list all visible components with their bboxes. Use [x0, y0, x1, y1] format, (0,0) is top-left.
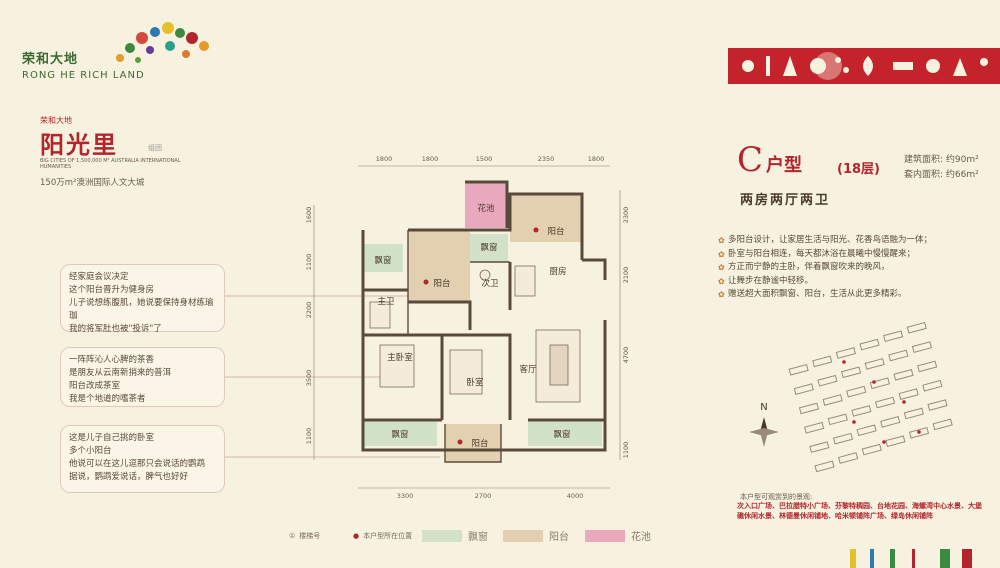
flower-swatch [585, 529, 625, 542]
flower-bullet-icon: ✿ [718, 236, 725, 245]
dim-left-3: 2200 [305, 302, 313, 319]
room-bay-3: 飘窗 [391, 429, 408, 440]
dim-right-1: 2300 [622, 207, 630, 224]
room-bay-2: 飘窗 [480, 242, 497, 253]
brand-tagline-cn: 150万m²澳洲国际人文大城 [40, 178, 145, 188]
brand-title: 阳光里 [40, 131, 118, 159]
map-title: 本户型可观赏到的景观: [740, 493, 813, 501]
flower-bullet-icon: ✿ [718, 276, 725, 286]
feature-item: ✿卧室与阳台相连，每天都沐浴在晨曦中慢慢醒来； [718, 248, 988, 262]
dim-top-3: 1500 [476, 155, 493, 163]
dim-bottom-1: 3300 [397, 492, 414, 500]
dim-left-1: 1600 [305, 207, 313, 224]
feature-item: ✿方正而宁静的主卧，伴着飘窗吹来的晚风， [718, 261, 988, 275]
room-bath-sec: 次卫 [481, 278, 499, 289]
position-dot-icon: ● [353, 532, 360, 540]
layout-name: 两房两厅两卫 [740, 193, 831, 208]
decorative-banner-icon [728, 48, 1000, 84]
compass-icon [749, 417, 779, 447]
balcony-swatch [503, 529, 543, 542]
room-bay-1: 飘窗 [374, 255, 391, 266]
dim-right-4: 1100 [622, 442, 630, 459]
room-balcony-mid: 阳台 [433, 278, 450, 289]
room-kitchen: 厨房 [549, 266, 566, 277]
room-living: 客厅 [519, 364, 537, 375]
room-bedroom: 卧室 [466, 377, 484, 388]
dim-bottom-3: 4000 [567, 492, 584, 500]
dim-top-1: 1800 [376, 155, 393, 163]
stair-marker-icon: ① [289, 532, 296, 540]
logo-name-en: RONG HE RICH LAND [22, 70, 145, 81]
legend-balcony: 阳台 [503, 528, 569, 543]
feature-item: ✿让舞步在静谧中轻移。 [718, 275, 988, 289]
flower-bullet-icon: ✿ [718, 249, 725, 259]
area-inner: 套内面积: 约66m² [904, 170, 979, 180]
room-flower-pool: 花池 [477, 203, 495, 214]
logo-art-icon [116, 22, 209, 63]
note-tea: 一阵阵沁人心脾的茶香是朋友从云南新捎来的普洱 阳台改成茶室我是个地道的嗜茶者 [60, 347, 225, 407]
dim-left-4: 3500 [305, 370, 313, 387]
note-son: 这是儿子自己挑的卧室多个小阳台 他说可以在这儿逗那只会说话的鹦鹉据说，鹦鹉爱说话… [60, 425, 225, 493]
room-balcony-bottom: 阳台 [471, 438, 488, 449]
flower-bullet-icon: ✿ [718, 290, 725, 299]
brand-small: 荣和大地 [40, 116, 72, 125]
room-master-bed: 主卧室 [387, 352, 413, 363]
unit-floor: (18层) [837, 162, 880, 177]
note-connectors [225, 295, 440, 458]
site-map: N [749, 322, 953, 473]
brand-tagline-en: BIG CITIES OF 1,500,000 M² AUSTRALIA INT… [40, 158, 181, 170]
floor-plan: 1800 1800 1500 2350 1800 3300 2700 4000 … [305, 155, 630, 500]
dim-bottom-2: 2700 [475, 492, 492, 500]
flower-bullet-icon: ✿ [718, 263, 725, 272]
bay-swatch [422, 529, 462, 542]
room-bay-4: 飘窗 [553, 429, 570, 440]
feature-item: ✿赠送超大面积飘窗、阳台，生活从此更多精彩。 [718, 288, 988, 302]
feature-item: ✿多阳台设计，让家居生活与阳光、花香鸟语融为一体； [718, 234, 988, 248]
dim-left-5: 1100 [305, 428, 313, 445]
dim-right-3: 4700 [622, 347, 630, 364]
dim-top-5: 1800 [588, 155, 605, 163]
brand-sub: 组团 [148, 144, 162, 152]
dim-left-2: 1100 [305, 254, 313, 271]
unit-letter: C [737, 140, 764, 180]
room-bath-main: 主卫 [377, 296, 395, 307]
unit-type-label: 户型 [766, 155, 802, 176]
area-build: 建筑面积: 约90m² [904, 155, 979, 165]
dim-right-2: 2100 [622, 267, 630, 284]
legend-bay: 飘窗 [422, 528, 488, 543]
legend-flower: 花池 [585, 528, 651, 543]
decorative-stripes-icon [850, 549, 972, 568]
compass-north: N [760, 402, 767, 413]
note-fitness: 经家庭会议决定这个阳台晋升为健身房 儿子说想练腹肌，她说要保持身材练瑜珈我的将军… [60, 264, 225, 334]
dim-top-4: 2350 [538, 155, 555, 163]
room-balcony-top: 阳台 [547, 226, 564, 237]
dim-top-2: 1800 [422, 155, 439, 163]
legend-position: ●本户型所在位置 [353, 532, 413, 540]
logo-name-cn: 荣和大地 [22, 52, 79, 67]
feature-list: ✿多阳台设计，让家居生活与阳光、花香鸟语融为一体； ✿卧室与阳台相连，每天都沐浴… [718, 234, 988, 302]
map-scenery-text: 次入口广场、巴拉腊特小广场、芬黎特稠园、台地花园、海螺湾中心水景、大堡礁休闲水景… [737, 502, 982, 520]
